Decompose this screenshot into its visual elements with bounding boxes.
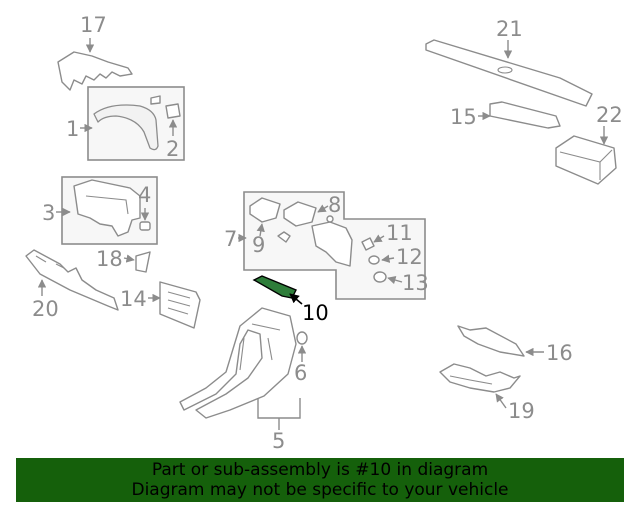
part-4-clip	[139, 221, 151, 231]
part-8-cover-b	[283, 201, 317, 227]
callout-7: 7	[224, 227, 237, 251]
part-9-bolt	[277, 231, 291, 243]
part-5-console	[179, 307, 297, 419]
banner-line-1: Part or sub-assembly is #10 in diagram	[151, 460, 489, 480]
callout-11: 11	[386, 221, 413, 245]
callout-6: 6	[294, 361, 307, 385]
callout-20: 20	[32, 297, 59, 321]
part-17-trim	[57, 51, 133, 91]
part-20-lower-panel	[25, 249, 119, 311]
callout-13: 13	[402, 271, 429, 295]
part-6-fastener	[296, 331, 308, 345]
callout-16: 16	[546, 341, 573, 365]
part-8-bracket	[311, 221, 353, 267]
callout-5: 5	[272, 429, 285, 453]
part-22-airbag	[555, 135, 617, 185]
callout-12: 12	[396, 245, 423, 269]
part-16-trim	[457, 325, 525, 357]
callout-3: 3	[42, 201, 55, 225]
callout-4: 4	[138, 183, 151, 207]
part-2-screw	[150, 95, 161, 105]
part-1-panel	[93, 104, 159, 151]
callout-22: 22	[596, 103, 623, 127]
callout-1: 1	[66, 117, 79, 141]
callout-8: 8	[328, 193, 341, 217]
callout-19: 19	[508, 399, 535, 423]
info-banner: Part or sub-assembly is #10 in diagram D…	[16, 458, 624, 502]
part-14-switch-panel	[159, 281, 201, 329]
part-19-bracket	[439, 363, 521, 393]
part-2-clip	[165, 103, 181, 119]
part-15-duct	[489, 101, 561, 129]
part-18-clip	[135, 251, 151, 273]
callout-14: 14	[120, 287, 147, 311]
part-11-clip	[361, 237, 375, 251]
callout-18: 18	[96, 247, 123, 271]
part-8-cover-a	[249, 197, 281, 223]
part-13-nut	[373, 271, 387, 283]
banner-line-2: Diagram may not be specific to your vehi…	[131, 480, 509, 500]
part-3-bezel	[73, 179, 141, 237]
callout-17: 17	[80, 13, 107, 37]
callout-15: 15	[450, 105, 477, 129]
callout-9: 9	[252, 233, 265, 257]
part-12-grommet	[368, 255, 380, 265]
callout-21: 21	[496, 17, 523, 41]
callout-10: 10	[302, 301, 329, 325]
callout-2: 2	[166, 137, 179, 161]
